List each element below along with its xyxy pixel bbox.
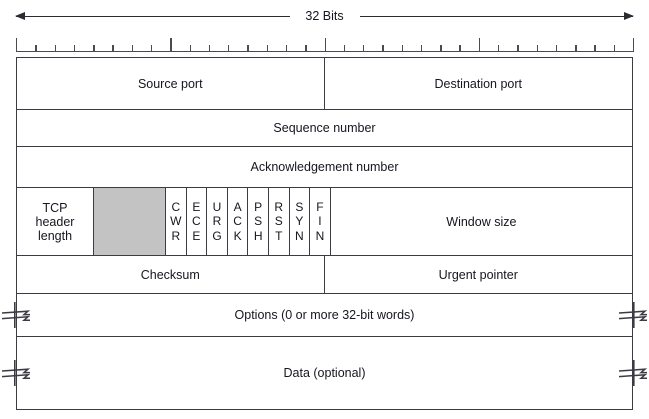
row-flags: TCP header length C W R E C E U R G A C … [16,188,633,256]
ruler-tick-11 [228,45,230,52]
flag-urg: U R G [207,188,228,255]
field-tcp-header-length: TCP header length [17,188,94,255]
ruler-tick-18 [363,45,365,52]
flag-syn: S Y N [290,188,311,255]
bit-ruler [16,36,635,52]
flag-syn-letter-3: N [295,228,304,243]
ruler-tick-14 [285,45,288,52]
row-acknowledgement-number: Acknowledgement number [16,147,633,188]
flag-rst: R S T [269,188,290,255]
arrow-right-icon [624,12,634,20]
field-sequence-number: Sequence number [273,121,376,135]
flag-ece-letter-2: C [192,214,201,229]
flag-ece-letter-3: E [192,228,201,243]
row-checksum: Checksum Urgent pointer [16,256,633,294]
ruler-tick-28 [555,45,558,52]
ruler-tick-32 [633,38,635,52]
ruler-tick-13 [266,45,269,52]
row-options: Options (0 or more 32-bit words) [1,294,648,337]
flag-ack: A C K [228,188,249,255]
ruler-tick-8 [170,38,172,52]
ruler-tick-19 [382,45,384,52]
flag-psh: P S H [248,188,269,255]
ruler-tick-0 [16,38,18,52]
flag-urg-letter-3: G [212,228,222,243]
flag-psh-letter-2: S [254,214,263,229]
ruler-tick-4 [93,45,95,52]
field-reserved-bits [94,188,166,255]
flag-cwr-letter-3: R [171,228,181,243]
ruler-tick-5 [112,45,114,52]
ruler-tick-20 [401,45,404,52]
flag-fin: F I N [310,188,331,255]
arrow-left-icon [15,12,25,20]
ruler-tick-9 [189,45,191,52]
flag-ack-letter-3: K [233,228,242,243]
field-source-port: Source port [17,58,325,109]
ruler-tick-26 [517,45,519,52]
flag-fin-letter-1: F [316,199,324,214]
field-checksum: Checksum [17,256,325,293]
flag-urg-letter-1: U [212,199,222,214]
flag-cwr-letter-1: C [171,199,181,214]
ruler-tick-23 [459,45,461,52]
field-urgent-pointer: Urgent pointer [438,267,518,282]
flag-syn-letter-2: Y [295,214,304,229]
flag-psh-letter-1: P [254,199,263,214]
field-data: Data (optional) [283,366,366,380]
bit-width-measure: 32 Bits [15,6,634,28]
tcp-header-length-line2: header [35,214,75,229]
field-options: Options (0 or more 32-bit words) [234,308,415,322]
ruler-tick-15 [305,45,307,52]
ruler-tick-7 [150,45,153,52]
flag-syn-letter-1: S [295,199,304,214]
flag-rst-letter-1: R [274,199,284,214]
ruler-tick-25 [498,45,500,52]
ruler-tick-29 [575,45,577,52]
flag-rst-letter-2: S [274,214,283,229]
ruler-tick-22 [440,45,442,52]
ruler-tick-16 [324,38,326,52]
ruler-tick-24 [478,38,481,52]
ruler-tick-17 [343,45,346,52]
row-ports: Source port Destination port [16,57,633,110]
ruler-tick-27 [536,45,538,52]
ruler-tick-3 [73,45,76,52]
ruler-tick-21 [420,45,423,52]
field-window-size: Window size [446,214,517,229]
ruler-tick-30 [594,45,596,52]
flag-cwr: C W R [166,188,187,255]
field-destination-port: Destination port [434,76,523,91]
ruler-tick-1 [35,45,37,52]
flag-fin-letter-2: I [318,214,322,229]
flag-rst-letter-3: T [275,228,283,243]
flag-ack-letter-1: A [233,199,242,214]
row-sequence-number: Sequence number [16,110,633,147]
ruler-tick-2 [54,45,56,52]
flag-ece-letter-1: E [192,199,201,214]
tcp-header-diagram: Source port Destination port Sequence nu… [1,57,648,410]
flag-fin-letter-3: N [315,228,325,243]
flag-psh-letter-3: H [253,228,263,243]
flag-cwr-letter-2: W [170,214,182,229]
ruler-tick-6 [131,45,134,52]
tcp-header-length-line1: TCP [42,200,68,215]
row-data: Data (optional) [1,337,648,410]
tcp-header-length-line3: length [37,228,73,243]
ruler-tick-31 [613,45,616,52]
flag-ack-letter-2: C [233,214,242,229]
ruler-tick-12 [247,45,249,52]
ruler-tick-10 [208,45,211,52]
bit-width-label: 32 Bits [289,6,360,27]
flag-urg-letter-2: R [212,214,222,229]
field-acknowledgement-number: Acknowledgement number [250,160,399,174]
flag-ece: E C E [187,188,208,255]
